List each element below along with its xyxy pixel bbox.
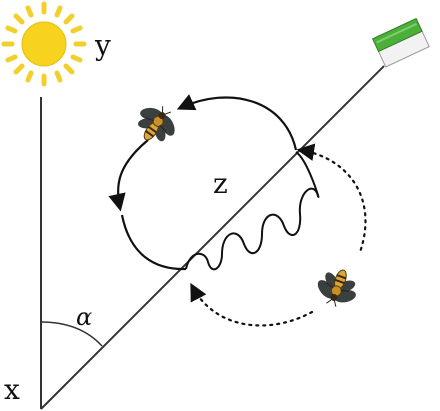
return-loop-left-mid <box>108 139 149 212</box>
return-loop-right-upper <box>296 143 367 254</box>
direction-line <box>40 65 385 410</box>
label-y: y <box>94 29 111 62</box>
green-book-food-source-icon <box>371 17 430 68</box>
return-loop-right-lower <box>190 282 314 327</box>
sun-icon <box>1 1 87 87</box>
return-loop-left-lower <box>120 214 187 271</box>
honeybee-icon <box>309 261 367 314</box>
return-loop-left-upper <box>176 94 298 151</box>
label-x: x <box>4 373 20 406</box>
label-alpha: α <box>76 303 92 331</box>
label-z: z <box>213 167 228 200</box>
waggle-run-path <box>185 151 320 271</box>
honeybee-icon <box>126 95 187 154</box>
angle-arc <box>40 321 103 347</box>
